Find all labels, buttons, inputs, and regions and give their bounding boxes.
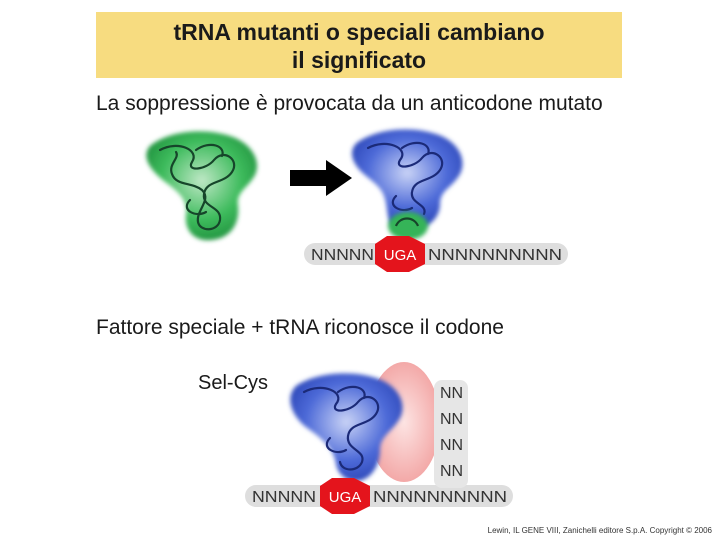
arrow-right-icon (290, 160, 352, 196)
selcys-label: Sel-Cys (198, 372, 269, 394)
title-line-1: tRNA mutanti o speciali cambiano (173, 19, 545, 45)
section2-heading: Fattore speciale + tRNA riconosce il cod… (96, 316, 504, 339)
mrna-strip-1: NNNNN UGA NNNNNNNNNN (304, 236, 568, 272)
mrna-right-1: NNNNNNNNNN (428, 247, 562, 264)
mrna-right-2: NNNNNNNNNN (373, 489, 507, 506)
mrna-left-2: NNNNN (252, 489, 316, 506)
section1-heading: La soppressione è provocata da un antico… (96, 92, 603, 115)
copyright-credit: Lewin, IL GENE VIII, Zanichelli editore … (487, 526, 712, 535)
stop-sign-icon-2 (320, 478, 370, 514)
mrna-strip-2: NNNNN UGA NNNNNNNNNN (245, 478, 513, 514)
title-line-2: il significato (291, 47, 427, 73)
title-box: tRNA mutanti o speciali cambiano il sign… (96, 12, 622, 78)
codon-2: UGA (329, 489, 362, 506)
factor-nn-stack: NN NN NN NN (434, 380, 468, 488)
mrna-left-1: NNNNN (311, 247, 374, 264)
nn-3: NN (440, 437, 463, 454)
mutated-anticodon-icon (388, 212, 428, 240)
nn-1: NN (440, 385, 463, 402)
nn-2: NN (440, 411, 463, 428)
blue-trna-selcys-icon (290, 373, 403, 482)
blue-trna-mutant-icon (352, 129, 463, 240)
green-trna-icon (146, 131, 258, 241)
codon-1: UGA (384, 247, 417, 264)
stop-sign-icon (375, 236, 425, 272)
nn-4: NN (440, 463, 463, 480)
